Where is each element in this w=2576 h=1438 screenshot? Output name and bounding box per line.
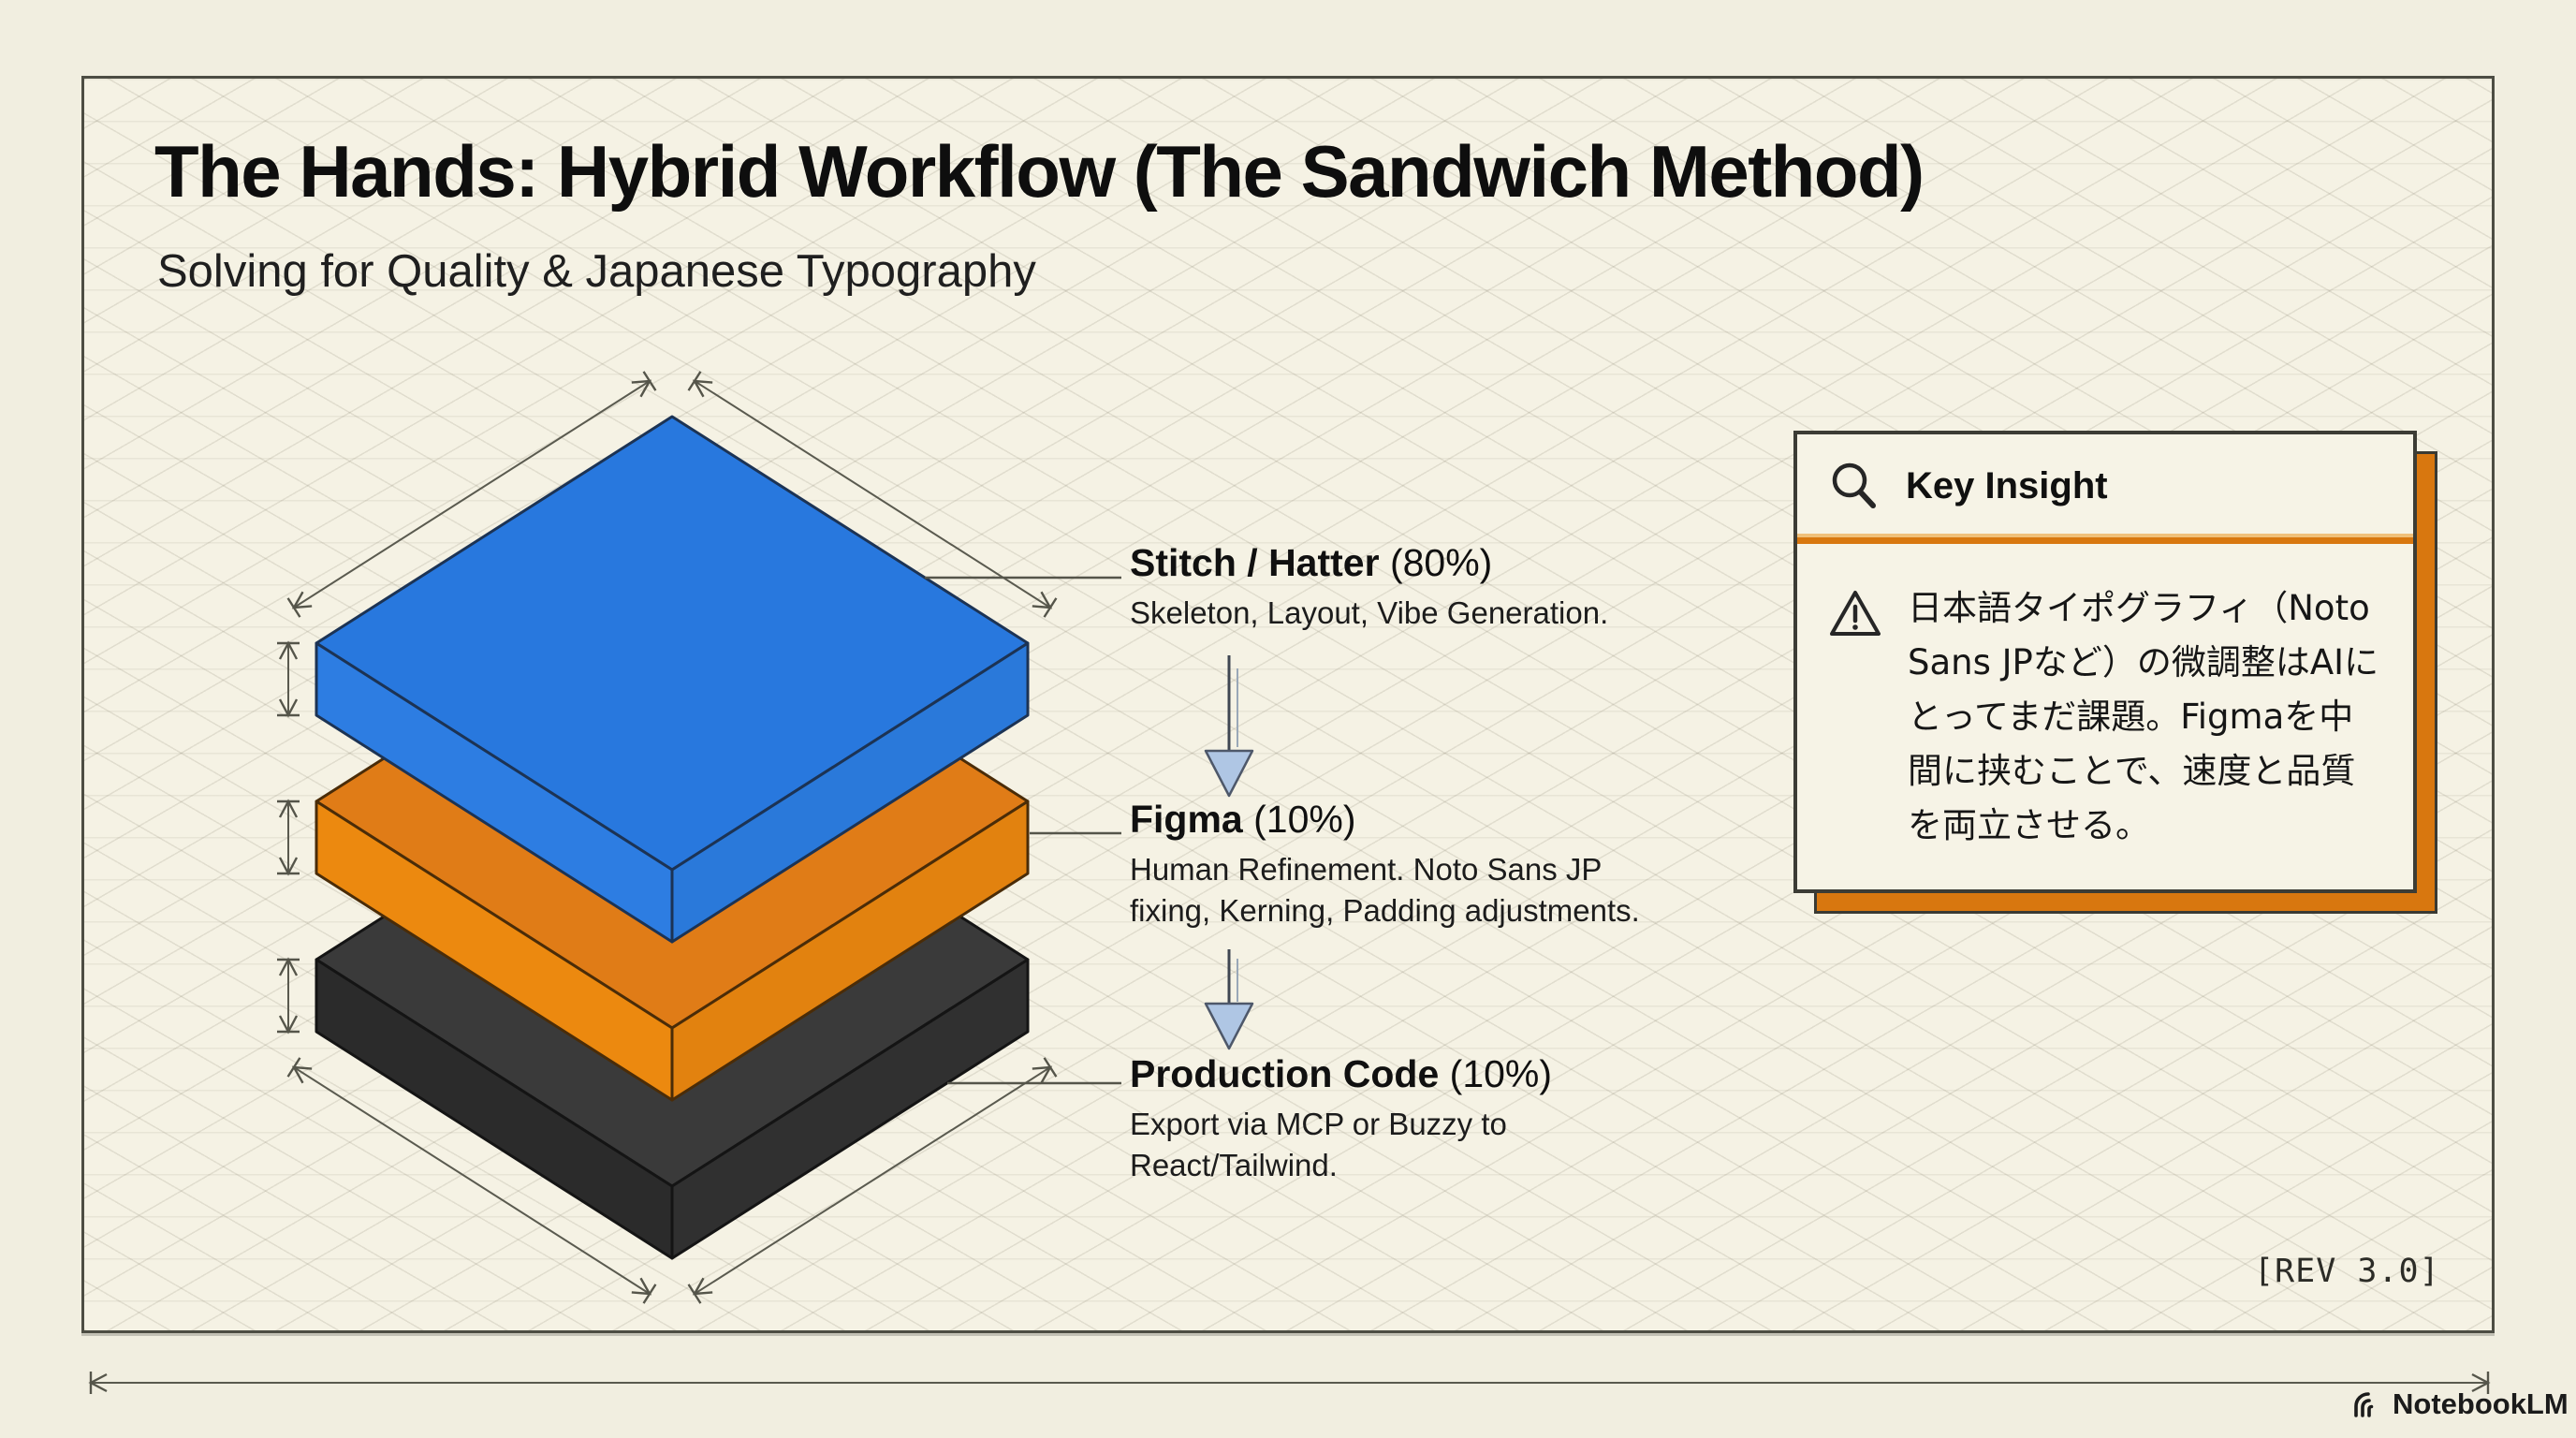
layer-percent: (80%)	[1389, 541, 1493, 584]
dim-line-bottom-right	[687, 1057, 1058, 1304]
layer-name: Figma	[1130, 798, 1243, 841]
notebooklm-watermark: NotebookLM	[2351, 1387, 2569, 1421]
magnifier-icon	[1832, 462, 1876, 508]
flow-arrow-2-icon	[1204, 949, 1254, 1050]
brand-label: NotebookLM	[2393, 1387, 2569, 1420]
page-title: The Hands: Hybrid Workflow (The Sandwich…	[154, 130, 1925, 213]
layer-title: Production Code (10%)	[1130, 1052, 1617, 1096]
key-insight-title: Key Insight	[1906, 464, 2108, 506]
dim-line-top-left	[286, 371, 657, 618]
layer-desc: Export via MCP or Buzzy to React/Tailwin…	[1130, 1107, 1507, 1182]
key-insight-divider	[1797, 534, 2413, 544]
flow-arrow-1-icon	[1204, 655, 1254, 798]
leader-lines	[925, 576, 1121, 1085]
page-subtitle: Solving for Quality & Japanese Typograph…	[157, 246, 1036, 297]
key-insight-header: Key Insight	[1797, 434, 2413, 534]
key-insight-body: 日本語タイポグラフィ（Noto Sans JPなど）の微調整はAIにとってまだ課…	[1797, 544, 2413, 853]
layer-name: Production Code	[1130, 1052, 1440, 1095]
dimension-lines	[88, 371, 2491, 1394]
slab-right-face	[670, 800, 1030, 1102]
slab-right-face	[670, 641, 1030, 944]
layer-percent: (10%)	[1253, 798, 1356, 841]
layer-title: Stitch / Hatter (80%)	[1130, 541, 1608, 585]
layer-desc: Human Refinement. Noto Sans JP fixing, K…	[1130, 852, 1640, 928]
revision-tag: [REV 3.0]	[2254, 1253, 2440, 1290]
dim-line-top-right	[687, 371, 1058, 618]
label-production-code: Production Code (10%) Export via MCP or …	[1130, 1052, 1617, 1185]
layer-title: Figma (10%)	[1130, 798, 1673, 842]
notebooklm-logo-icon	[2354, 1392, 2374, 1417]
key-insight-text: 日本語タイポグラフィ（Noto Sans JPなど）の微調整はAIにとってまだ課…	[1908, 588, 2379, 846]
layer-name: Stitch / Hatter	[1130, 541, 1380, 584]
label-stitch-hatter: Stitch / Hatter (80%) Skeleton, Layout, …	[1130, 541, 1608, 634]
key-insight-card: Key Insight 日本語タイポグラフィ（Noto Sans JPなど）の微…	[1793, 431, 2417, 893]
dim-line-bottom-left	[286, 1057, 657, 1304]
layer-percent: (10%)	[1449, 1052, 1553, 1095]
label-figma: Figma (10%) Human Refinement. Noto Sans …	[1130, 798, 1673, 931]
layer-desc: Skeleton, Layout, Vibe Generation.	[1130, 595, 1609, 630]
warning-triangle-icon	[1830, 591, 1881, 636]
